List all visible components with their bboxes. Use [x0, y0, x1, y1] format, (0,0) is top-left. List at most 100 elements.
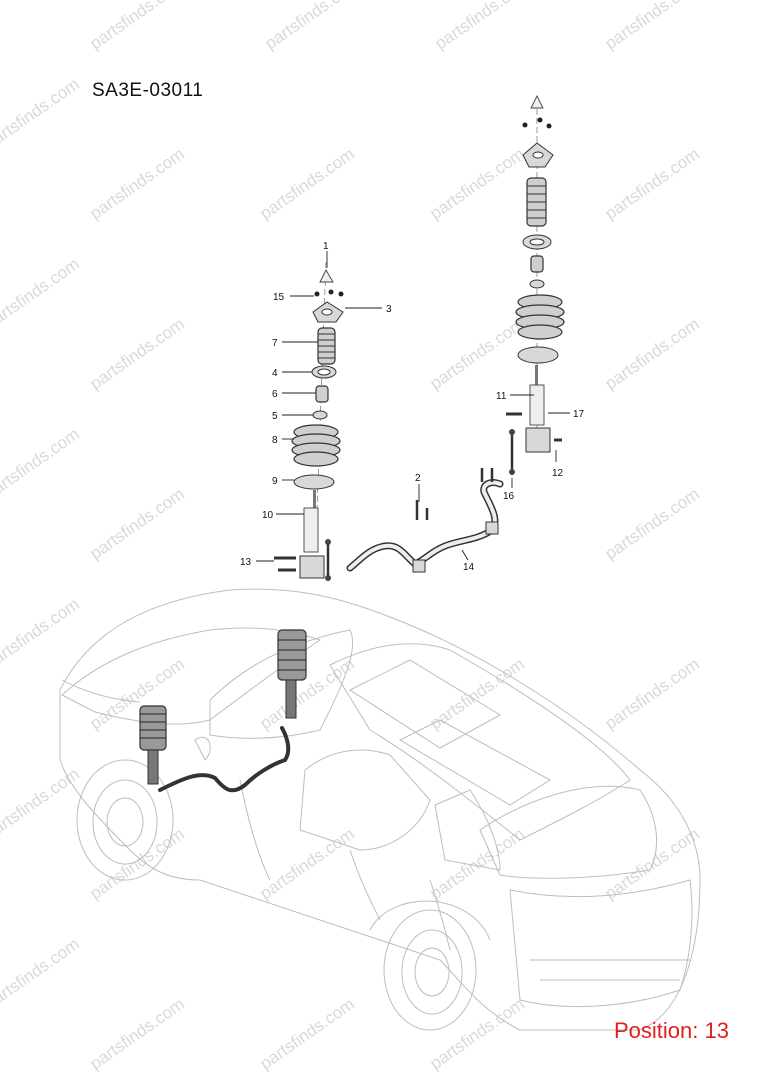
watermark-text: partsfinds.com	[601, 0, 702, 53]
callout-leaders	[256, 251, 570, 562]
watermark-text: partsfinds.com	[86, 314, 187, 393]
link-joint	[509, 429, 515, 435]
watermark-text: partsfinds.com	[256, 654, 357, 733]
vehicle-sunroof-rear	[398, 719, 551, 806]
watermark-text: partsfinds.com	[256, 144, 357, 223]
watermark-text: partsfinds.com	[601, 824, 702, 903]
watermark-text: partsfinds.com	[426, 314, 527, 393]
washer	[529, 279, 545, 289]
callout-15[interactable]: 15	[273, 292, 285, 303]
washer	[312, 410, 328, 420]
callout-labels: 1 3 15 7 4 6 5 8 9 10 13 2 11 17 12 16 1…	[240, 241, 585, 573]
shock-knuckle-bracket	[525, 427, 551, 453]
dust-boot-ribs	[318, 333, 335, 359]
watermark-text: partsfinds.com	[86, 994, 187, 1073]
vehicle-headlight	[61, 679, 141, 703]
spring-seat-hole	[529, 238, 545, 246]
watermark-text: partsfinds.com	[426, 144, 527, 223]
watermark-text: partsfinds.com	[256, 824, 357, 903]
watermark-layer: partsfinds.com partsfinds.com partsfinds…	[0, 0, 703, 1073]
front-wheel-hub	[106, 797, 144, 847]
rear-wheel-arch	[383, 909, 477, 1031]
left-strut-assembly	[274, 261, 344, 581]
installed-coil-spring	[277, 629, 307, 681]
vehicle-sunroof-front	[348, 659, 501, 749]
callout-14[interactable]: 14	[463, 562, 475, 573]
vehicle-rear-door-window	[434, 789, 501, 871]
front-wheel-arch	[76, 759, 174, 881]
stabilizer-bar	[346, 468, 504, 573]
mount-nut	[546, 123, 552, 129]
watermark-text: partsfinds.com	[0, 254, 83, 333]
watermark-text: partsfinds.com	[0, 594, 83, 673]
installed-stabilizer-bar	[158, 726, 291, 793]
callout-11[interactable]: 11	[496, 391, 507, 402]
vehicle-body-outline	[59, 588, 701, 1031]
link-joint	[325, 575, 331, 581]
bushing-bolts	[480, 468, 494, 482]
mount-nut	[314, 291, 320, 297]
installed-coil-lines	[140, 713, 166, 739]
bump-stop	[530, 255, 544, 273]
callout-10[interactable]: 10	[262, 510, 274, 521]
callout-5[interactable]: 5	[272, 411, 278, 422]
watermark-text: partsfinds.com	[426, 824, 527, 903]
watermark-text: partsfinds.com	[86, 144, 187, 223]
watermark-text: partsfinds.com	[256, 994, 357, 1073]
callout-13[interactable]: 13	[240, 557, 252, 568]
callout-16[interactable]: 16	[503, 491, 515, 502]
diagram-code: SA3E-03011	[92, 80, 204, 101]
top-mount-hole	[321, 308, 333, 316]
watermark-text: partsfinds.com	[601, 314, 702, 393]
installed-right-strut	[277, 629, 307, 719]
right-strut-assembly	[506, 94, 565, 475]
callout-12[interactable]: 12	[552, 468, 564, 479]
lower-spring-seat	[517, 346, 559, 364]
mount-nut	[537, 117, 543, 123]
callout-9[interactable]: 9	[272, 476, 278, 487]
vehicle-hood	[61, 627, 322, 725]
stabilizer-bushing	[485, 521, 499, 535]
bump-stop	[315, 385, 329, 403]
dust-boot-ribs	[527, 185, 546, 219]
vehicle-roof	[329, 643, 631, 841]
callout-8[interactable]: 8	[272, 435, 278, 446]
watermark-text: partsfinds.com	[0, 764, 83, 843]
installed-coil-lines	[278, 639, 306, 671]
vehicle-rear-window	[479, 785, 658, 879]
lower-spring-seat	[293, 474, 335, 490]
dust-cap	[319, 269, 334, 283]
callout-17[interactable]: 17	[573, 409, 585, 420]
coil-spring	[515, 294, 565, 340]
callout-4[interactable]: 4	[272, 368, 278, 379]
watermark-text: partsfinds.com	[431, 0, 532, 53]
installed-coil-spring	[139, 705, 167, 751]
spring-seat-hole	[317, 368, 331, 376]
mount-nut	[328, 289, 334, 295]
watermark-text: partsfinds.com	[86, 484, 187, 563]
callout-2[interactable]: 2	[415, 473, 421, 484]
callout-7[interactable]: 7	[272, 338, 278, 349]
vehicle-windshield	[209, 629, 354, 739]
shock-absorber	[303, 507, 319, 553]
vehicle-illustration	[59, 588, 701, 1031]
shock-knuckle-bracket	[299, 555, 325, 579]
watermark-text: partsfinds.com	[86, 0, 187, 53]
shock-absorber	[529, 384, 545, 426]
vehicle-tailgate	[509, 879, 693, 1008]
watermark-text: partsfinds.com	[0, 74, 83, 153]
watermark-text: partsfinds.com	[601, 484, 702, 563]
link-joint	[325, 539, 331, 545]
shock-rod	[313, 490, 316, 508]
watermark-text: partsfinds.com	[601, 654, 702, 733]
vehicle-bumper-lines	[530, 959, 690, 981]
bushing-bolts	[415, 500, 429, 520]
installed-left-strut	[139, 705, 167, 785]
stabilizer-bar-body	[346, 479, 504, 572]
callout-6[interactable]: 6	[272, 389, 278, 400]
callout-3[interactable]: 3	[386, 304, 392, 315]
callout-1[interactable]: 1	[323, 241, 329, 252]
rear-wheel-hub	[414, 947, 450, 997]
